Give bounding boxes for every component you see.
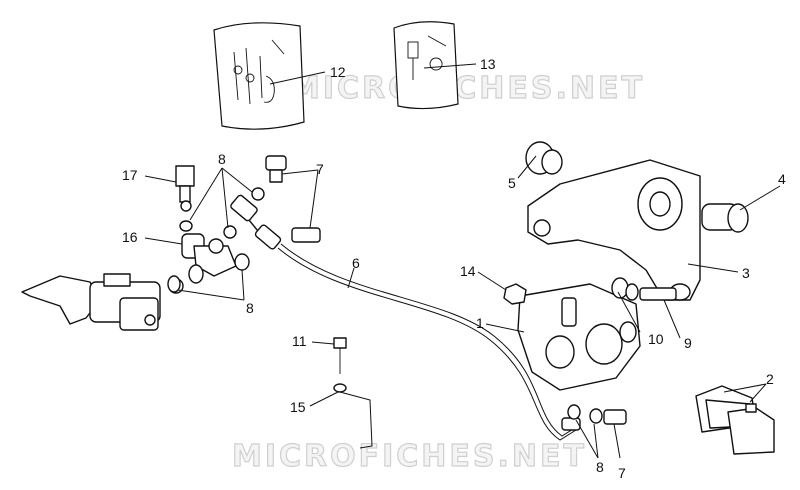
callout-6: 6 (352, 255, 360, 271)
callout-8-mid: 8 (246, 300, 254, 316)
callout-labels: 12 13 17 8 7 16 8 6 5 4 3 14 1 10 9 11 1… (122, 56, 786, 481)
watermark-bottom: MICROFICHES.NET (232, 439, 587, 474)
callout-15: 15 (290, 399, 306, 415)
callout-5: 5 (508, 175, 516, 191)
callout-12: 12 (330, 64, 346, 80)
leader-lines (144, 63, 781, 459)
part-9-bolt (639, 287, 677, 301)
master-cylinder (21, 273, 184, 331)
part-10-washers (611, 277, 639, 301)
callout-4: 4 (778, 171, 786, 187)
callout-2: 2 (766, 371, 774, 387)
part-7-banjo-bolt-bottom (603, 409, 627, 425)
callout-13: 13 (480, 56, 496, 72)
part-11-bolt (333, 337, 347, 374)
callout-7-top: 7 (316, 161, 324, 177)
part-5-bushing (525, 141, 563, 175)
watermark-top: MICROFICHES.NET (290, 71, 645, 106)
part-14-nut (503, 283, 527, 305)
part-15-hose-clip (333, 383, 373, 449)
callout-7-bottom: 7 (618, 465, 626, 481)
part-3-caliper-bracket (527, 159, 701, 301)
callout-8-top: 8 (218, 151, 226, 167)
part-2-brake-pads (695, 385, 775, 455)
part-6-brake-hose (230, 194, 581, 441)
callout-8-bottom: 8 (596, 459, 604, 475)
callout-3: 3 (742, 265, 750, 281)
part-13-bleeder-bag (393, 21, 459, 110)
callout-14: 14 (460, 263, 476, 279)
callout-1: 1 (476, 315, 484, 331)
part-1-brake-caliper (517, 283, 641, 391)
callout-10: 10 (648, 331, 664, 347)
part-4-bushing (701, 203, 749, 233)
callout-17: 17 (122, 167, 138, 183)
callout-9: 9 (684, 335, 692, 351)
part-8-washers-bottom (567, 404, 603, 424)
part-7-banjo-bolts-top (265, 155, 321, 243)
part-8-washers-left (167, 187, 265, 293)
part-17-brake-switch (175, 165, 195, 212)
part-16-banjo-fitting (181, 233, 237, 284)
callout-11: 11 (292, 333, 307, 349)
part-12-hardware-bag (213, 22, 305, 130)
callout-16: 16 (122, 229, 138, 245)
